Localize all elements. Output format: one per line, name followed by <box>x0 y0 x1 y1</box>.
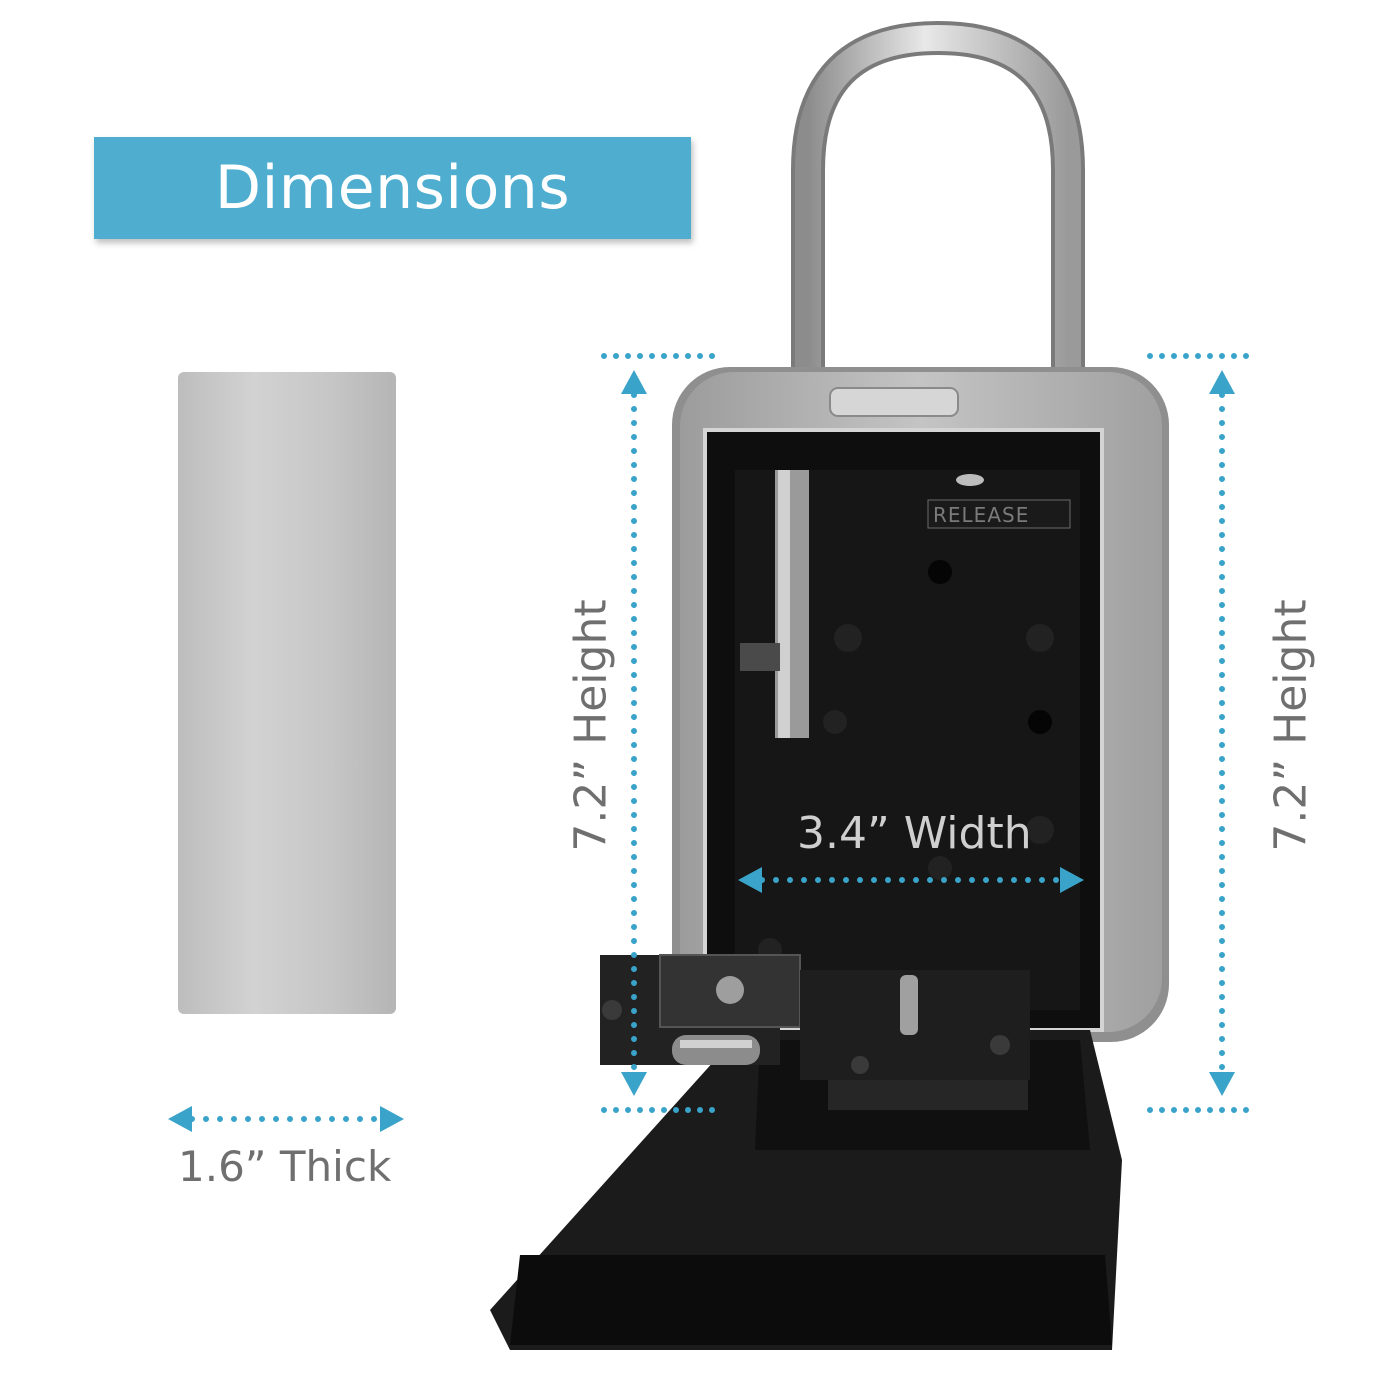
height-indicator-right <box>1147 353 1261 1113</box>
thickness-label: 1.6” Thick <box>178 1142 392 1191</box>
height-indicator-left <box>601 353 717 1113</box>
release-embossed-text: RELEASE <box>933 503 1029 527</box>
width-indicator <box>738 867 1084 893</box>
width-label: 3.4” Width <box>797 808 1032 859</box>
height-label-left: 7.2” Height <box>565 599 617 852</box>
thickness-indicator <box>168 1106 404 1132</box>
lock-door <box>490 954 1122 1350</box>
shackle <box>791 20 1085 395</box>
lock-body: RELEASE <box>672 367 1169 1042</box>
lockbox-side-view <box>178 372 396 1014</box>
banner-title: Dimensions <box>214 153 571 223</box>
title-banner: Dimensions <box>94 137 691 239</box>
height-label-right: 7.2” Height <box>1265 599 1317 852</box>
